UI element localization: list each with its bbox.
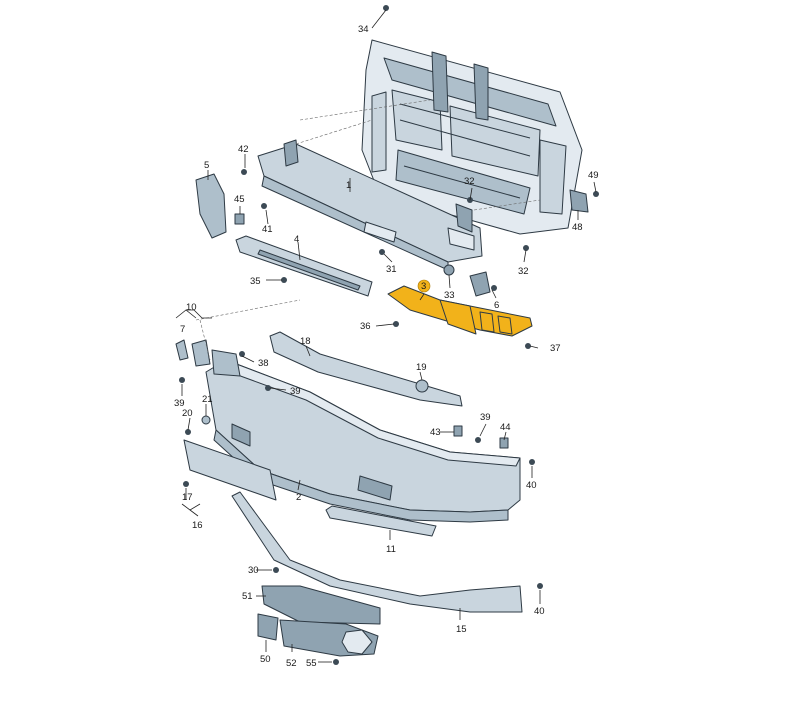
label-7: 7 <box>180 324 185 335</box>
bumper-guide-18 <box>269 331 463 407</box>
label-55: 55 <box>306 658 317 669</box>
plate-bracket-16 <box>183 439 277 501</box>
spoiler-15 <box>231 491 523 613</box>
label-20: 20 <box>182 408 193 419</box>
label-40-lower: 40 <box>534 606 545 617</box>
label-6: 6 <box>494 300 499 311</box>
label-10: 10 <box>186 302 197 313</box>
grille-51 <box>261 585 381 625</box>
assembly-lines <box>195 99 541 361</box>
label-48: 48 <box>572 222 583 233</box>
part-labels: 34 1 5 42 45 41 4 35 31 32 32 33 6 3 36 … <box>174 24 599 669</box>
label-33: 33 <box>444 290 455 301</box>
bracket-10 <box>191 339 211 367</box>
bracket-38 <box>211 349 241 377</box>
label-31: 31 <box>386 264 397 275</box>
molding-11 <box>325 505 437 537</box>
label-34: 34 <box>358 24 369 35</box>
cap-19 <box>415 379 429 393</box>
label-3: 3 <box>421 281 426 292</box>
leader-lines <box>175 9 597 663</box>
label-51: 51 <box>242 591 253 602</box>
label-50: 50 <box>260 654 271 665</box>
label-52: 52 <box>286 658 297 669</box>
label-44: 44 <box>500 422 511 433</box>
label-2: 2 <box>296 492 301 503</box>
label-5: 5 <box>204 160 209 171</box>
label-32-lower: 32 <box>518 266 529 277</box>
label-21: 21 <box>202 394 213 405</box>
absorber-ribs <box>257 249 361 291</box>
label-41: 41 <box>262 224 273 235</box>
label-15: 15 <box>456 624 467 635</box>
bracket-7 <box>175 339 189 361</box>
label-17: 17 <box>182 492 193 503</box>
radiator-support-frame <box>361 39 583 235</box>
label-19: 19 <box>416 362 427 373</box>
clip-33 <box>443 264 455 276</box>
mount-6 <box>469 271 491 297</box>
label-42: 42 <box>238 144 249 155</box>
label-1: 1 <box>346 180 351 191</box>
label-16: 16 <box>192 520 203 531</box>
fog-light-ring <box>341 629 373 655</box>
label-32-upper: 32 <box>464 176 475 187</box>
side-bracket-5 <box>195 173 227 239</box>
highlight-marker-3 <box>417 279 431 293</box>
label-45: 45 <box>234 194 245 205</box>
label-37: 37 <box>550 343 561 354</box>
label-43: 43 <box>430 427 441 438</box>
label-39-right: 39 <box>480 412 491 423</box>
label-35: 35 <box>250 276 261 287</box>
label-30: 30 <box>248 565 259 576</box>
cover-50 <box>257 613 279 641</box>
bumper-cover <box>205 359 521 523</box>
guide-bracket-3 <box>387 285 533 337</box>
label-49: 49 <box>588 170 599 181</box>
bracket-48 <box>569 189 589 213</box>
label-11: 11 <box>386 544 396 555</box>
label-4: 4 <box>294 234 299 245</box>
label-18: 18 <box>300 336 311 347</box>
label-39-left: 39 <box>174 398 185 409</box>
label-39-mid: 39 <box>290 386 301 397</box>
label-38: 38 <box>258 358 269 369</box>
label-40-upper: 40 <box>526 480 537 491</box>
label-36: 36 <box>360 321 371 332</box>
